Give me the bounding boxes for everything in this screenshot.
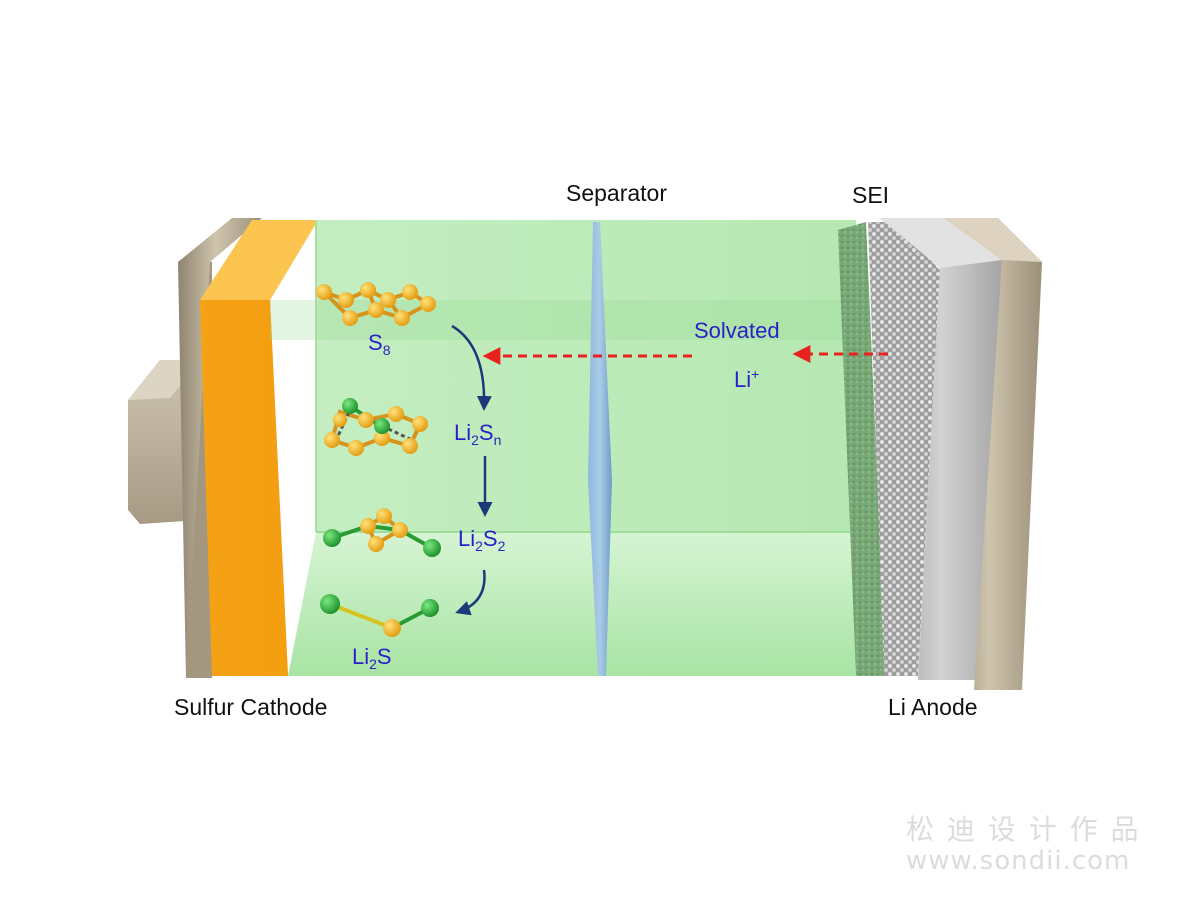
li2s-a-sub: 2: [369, 656, 377, 672]
sulfur-cathode-label: Sulfur Cathode: [174, 694, 328, 720]
li2s2-label: Li2S2: [458, 526, 505, 554]
solvated-label: Solvated: [694, 318, 780, 343]
li2s2-b-sub: 2: [497, 538, 506, 554]
li2s-b: S: [376, 644, 392, 669]
li2s2-b: S: [482, 526, 498, 551]
li-anode: [880, 218, 1002, 680]
separator-membrane: [588, 222, 612, 676]
li-ion-label: Li+: [734, 366, 759, 393]
li2sn-b-sub: n: [493, 432, 502, 448]
electrolyte-floor: [288, 532, 874, 676]
right-casing: [944, 218, 1042, 690]
li2sn-a-sub: 2: [471, 432, 479, 448]
li2s-label: Li2S: [352, 644, 392, 672]
s8-base: S: [368, 330, 383, 355]
li2sn-label: Li2Sn: [454, 420, 501, 448]
li2sn-b: S: [478, 420, 494, 445]
sei-label: SEI: [852, 182, 890, 208]
li2s-sulfur-atom: [383, 619, 401, 637]
li2s-lithium-atoms: [320, 594, 439, 617]
li2s2-a-sub: 2: [475, 538, 483, 554]
s8-sub: 8: [382, 342, 391, 358]
s8-label: S8: [368, 330, 390, 358]
reaction-arrow-3: [455, 569, 486, 616]
li2s2-lithium-atoms: [323, 529, 441, 557]
li2s2-a: Li: [458, 526, 476, 551]
sei-layer: [868, 222, 940, 676]
sei-inner-face: [838, 222, 886, 676]
s8-atoms: [316, 282, 436, 326]
li2s-a: Li: [352, 644, 370, 669]
watermark-chinese: 松 迪 设 计 作 品: [906, 813, 1141, 846]
li-ion-charge: +: [751, 366, 760, 382]
li2sn-a: Li: [454, 420, 472, 445]
li2sn-lithium-atoms: [342, 398, 390, 434]
li-anode-label: Li Anode: [888, 694, 978, 720]
li2sn-sulfur-atoms: [324, 406, 428, 456]
reaction-arrow-1: [451, 324, 492, 411]
electrolyte-back-wall: [316, 220, 856, 532]
separator-label: Separator: [566, 180, 668, 206]
li-ion-base: Li: [734, 367, 752, 392]
watermark-url: www.sondii.com: [906, 846, 1131, 876]
